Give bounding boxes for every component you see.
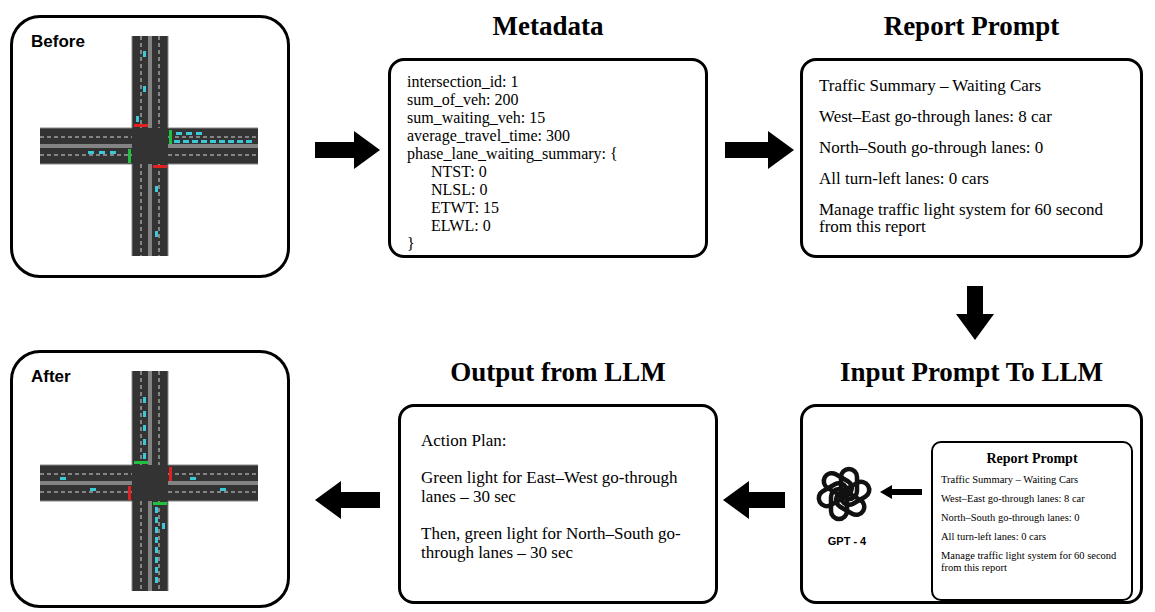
box-heading: Report Prompt bbox=[941, 451, 1123, 467]
gpt-logo bbox=[816, 469, 872, 519]
section-title: Report Prompt bbox=[884, 11, 1060, 42]
body-line: ELWL: 0 bbox=[407, 217, 689, 235]
body-line: } bbox=[407, 235, 689, 253]
body-line: intersection_id: 1 bbox=[407, 73, 689, 91]
body-line: NLSL: 0 bbox=[407, 181, 689, 199]
inner-report-box: Report PromptTraffic Summary – Waiting C… bbox=[931, 441, 1133, 601]
body-line: Action Plan: bbox=[421, 431, 695, 450]
body-line: GPT - 4 bbox=[811, 535, 883, 547]
feed-arrow bbox=[892, 489, 922, 495]
body-line: Then, green light for North–South go-thr… bbox=[421, 524, 695, 562]
box-heading: After bbox=[31, 367, 269, 387]
body-line: ETWT: 15 bbox=[407, 199, 689, 217]
flow-arrow bbox=[749, 492, 785, 508]
body-line: Manage traffic light system for 60 secon… bbox=[819, 201, 1124, 235]
report-prompt-box: Report PromptTraffic Summary – Waiting C… bbox=[800, 58, 1143, 258]
llm-input-box: Input Prompt To LLMGPT - 4Report PromptT… bbox=[800, 404, 1143, 604]
body-line: All turn-left lanes: 0 cars bbox=[819, 170, 1124, 187]
body-line: Traffic Summary – Waiting Cars bbox=[819, 77, 1124, 94]
flow-arrow bbox=[315, 142, 354, 158]
section-title: Output from LLM bbox=[450, 357, 666, 388]
body-line: All turn-left lanes: 0 cars bbox=[941, 531, 1123, 543]
body-line: phase_lane_waiting_summary: { bbox=[407, 145, 689, 163]
flow-arrow bbox=[341, 492, 380, 508]
body-line: North–South go-through lanes: 0 bbox=[819, 139, 1124, 156]
body-line: sum_of_veh: 200 bbox=[407, 91, 689, 109]
box-heading: Before bbox=[31, 32, 269, 52]
flow-arrow bbox=[967, 286, 983, 314]
scene-box: Before bbox=[10, 15, 290, 278]
body-line: West–East go-through lanes: 8 car bbox=[941, 493, 1123, 505]
intersection-illustration bbox=[40, 371, 258, 591]
section-title: Input Prompt To LLM bbox=[840, 357, 1103, 388]
body-line: Manage traffic light system for 60 secon… bbox=[941, 550, 1123, 574]
body-line: Green light for East–West go-through lan… bbox=[421, 468, 695, 506]
metadata-box: Metadataintersection_id: 1sum_of_veh: 20… bbox=[388, 58, 708, 258]
flow-arrow bbox=[725, 142, 768, 158]
body-line: West–East go-through lanes: 8 car bbox=[819, 108, 1124, 125]
scene-box: After bbox=[10, 350, 290, 608]
body-line: sum_waiting_veh: 15 bbox=[407, 109, 689, 127]
section-title: Metadata bbox=[493, 11, 604, 42]
action-plan-box: Output from LLMAction Plan:Green light f… bbox=[398, 404, 718, 604]
intersection-illustration bbox=[40, 36, 258, 256]
body-line: NTST: 0 bbox=[407, 163, 689, 181]
body-line: average_travel_time: 300 bbox=[407, 127, 689, 145]
body-line: Traffic Summary – Waiting Cars bbox=[941, 474, 1123, 486]
body-line: North–South go-through lanes: 0 bbox=[941, 512, 1123, 524]
